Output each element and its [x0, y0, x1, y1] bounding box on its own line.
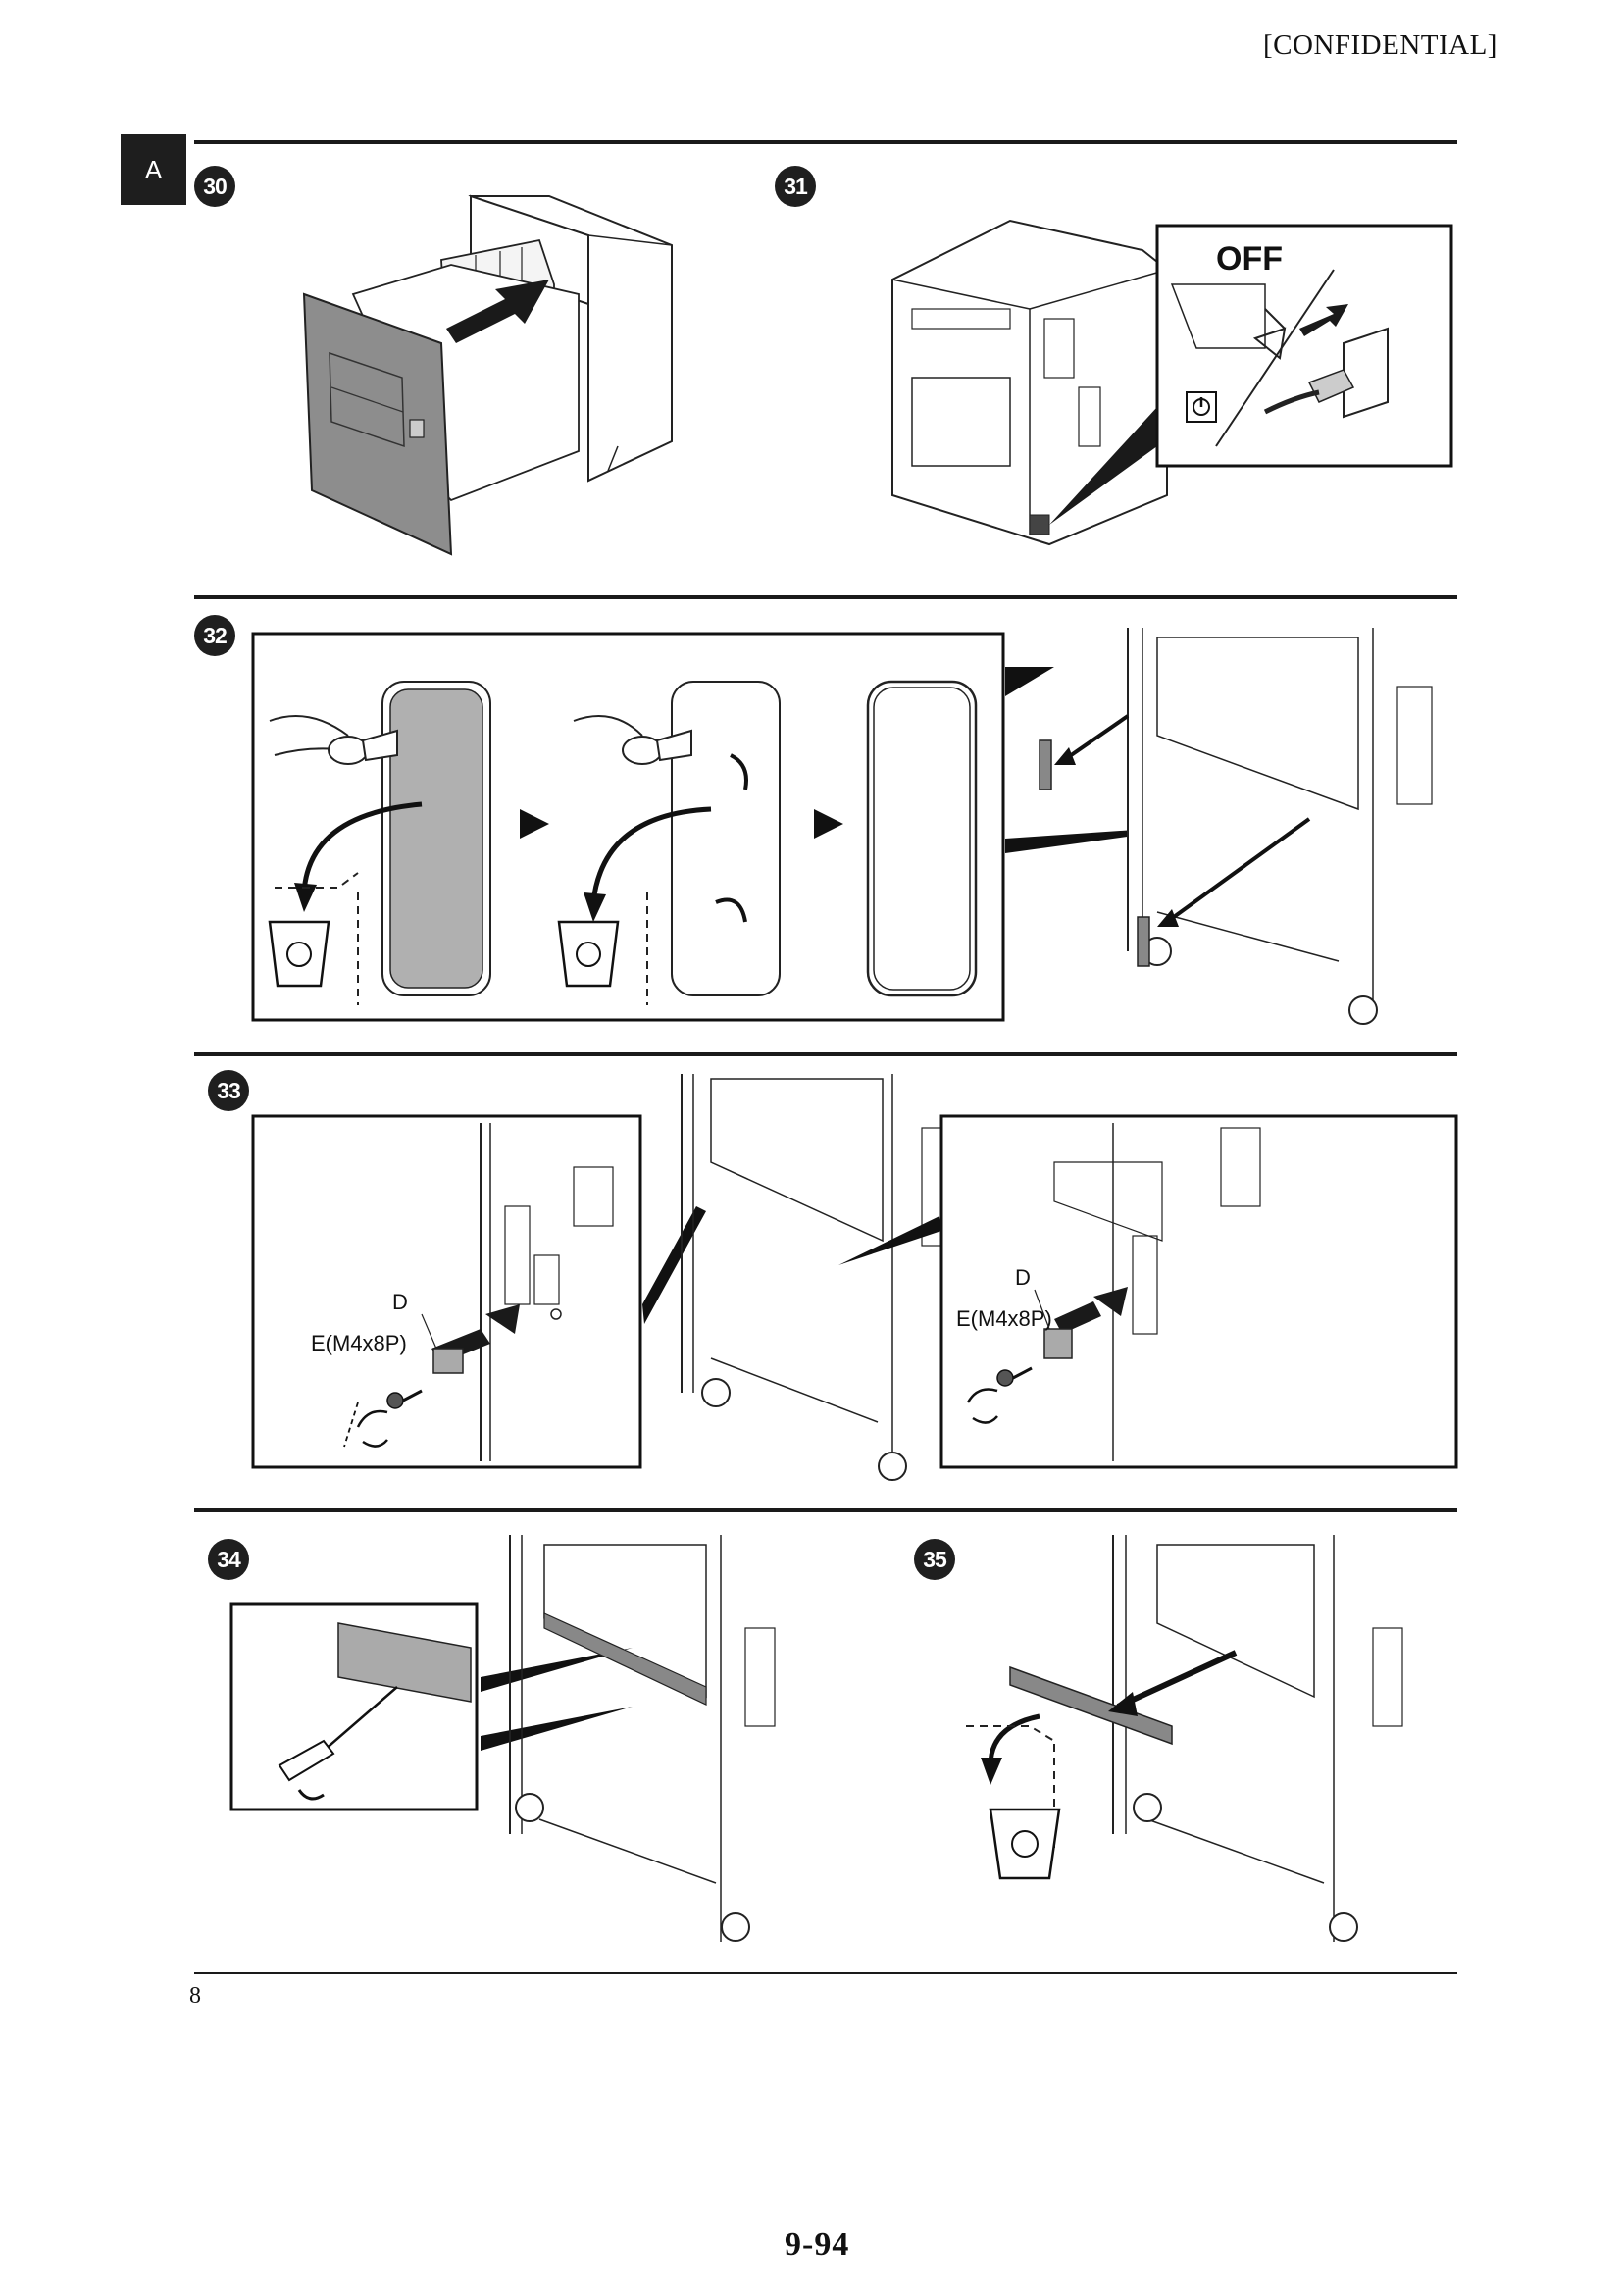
step-number-31: 31	[775, 166, 816, 207]
step-number-35: 35	[914, 1539, 955, 1580]
section-rule-30-31	[194, 140, 1457, 144]
step-number-30: 30	[194, 166, 235, 207]
part-d-label-right: D	[1015, 1265, 1031, 1290]
nippers-icon	[269, 715, 398, 765]
remove-strip-screwdriver-illustration	[229, 1535, 776, 1942]
discard-strip-illustration	[966, 1535, 1403, 1942]
recycle-bin-icon	[989, 1808, 1061, 1880]
section-rule-33	[194, 1052, 1457, 1056]
arrow-right-triangle-icon	[520, 809, 549, 839]
remove-cover-illustration	[251, 628, 1456, 1025]
step-number-34: 34	[208, 1539, 249, 1580]
screwdriver-icon	[278, 1686, 398, 1782]
page-number: 9-94	[785, 2226, 850, 2263]
attach-bracket-illustration: D E(M4x8P) D E(M4x8P)	[251, 1074, 1458, 1481]
drawer-insert-illustration	[302, 194, 673, 556]
screw-icon	[386, 1389, 423, 1409]
power-off-illustration: OFF	[891, 219, 1453, 546]
section-tab: A	[121, 134, 186, 205]
step-number-32: 32	[194, 615, 235, 656]
section-rule-34-35	[194, 1508, 1457, 1512]
screw-e-label-right: E(M4x8P)	[956, 1306, 1052, 1331]
screw-e-label-left: E(M4x8P)	[311, 1331, 407, 1355]
footer-note-number: 8	[189, 1983, 201, 2009]
step-number-33: 33	[208, 1070, 249, 1111]
section-rule-32	[194, 595, 1457, 599]
part-d-label-left: D	[392, 1290, 408, 1314]
confidential-label: [CONFIDENTIAL]	[1263, 29, 1497, 61]
off-label: OFF	[1216, 240, 1283, 278]
recycle-bin-icon	[268, 920, 330, 988]
footer-rule	[194, 1972, 1457, 1974]
